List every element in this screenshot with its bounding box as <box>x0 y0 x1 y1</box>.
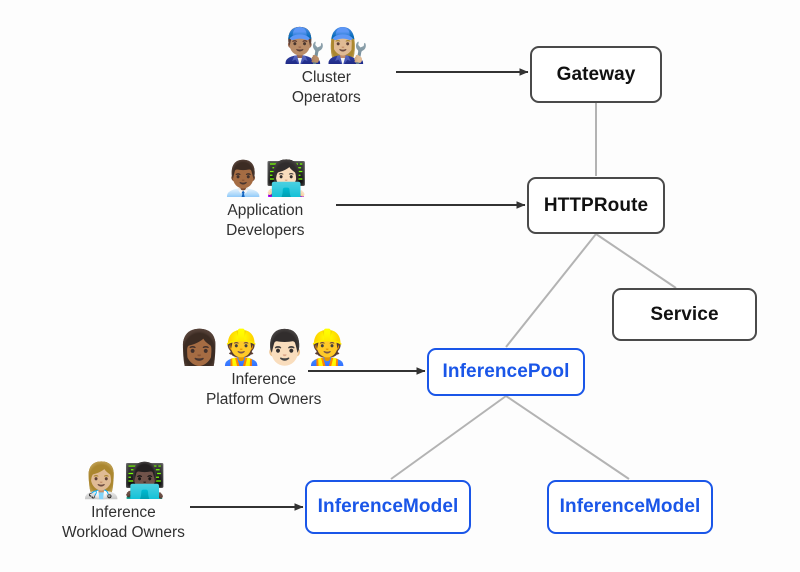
persona-avatars-icon: 👨🏽‍🔧👩🏼‍🔧 <box>283 26 370 66</box>
node-label: InferenceModel <box>317 496 459 517</box>
persona-label-line1: Application <box>227 201 304 219</box>
persona-avatars-icon: 👨🏾‍💼👩🏻‍💻 <box>222 159 309 199</box>
persona-label-line1: Cluster <box>301 68 351 86</box>
persona-label-line2: Operators <box>291 89 361 107</box>
node-inferencemodel-left[interactable]: InferenceModel <box>305 480 471 534</box>
connector-inferencepool-to-inferencemodel-left <box>390 395 507 480</box>
node-label: InferencePool <box>442 361 570 382</box>
connector-httproute-to-inferencepool <box>505 233 597 348</box>
persona-label-line1: Inference <box>91 503 156 521</box>
node-httproute[interactable]: HTTPRoute <box>527 177 665 234</box>
persona-label-line1: Inference <box>231 370 296 388</box>
persona-label-line2: Platform Owners <box>205 391 322 409</box>
node-inferencemodel-right[interactable]: InferenceModel <box>547 480 713 534</box>
persona-arrows <box>190 68 529 511</box>
node-label: HTTPRoute <box>543 194 649 216</box>
node-service[interactable]: Service <box>612 288 757 341</box>
connector-httproute-to-service <box>595 233 677 289</box>
node-gateway[interactable]: Gateway <box>530 46 662 103</box>
node-label: InferenceModel <box>559 496 701 517</box>
persona-avatars-icon: 👩🏾‍👷👨🏻‍👷 <box>178 328 350 368</box>
node-inferencepool[interactable]: InferencePool <box>427 348 585 396</box>
node-label: Service <box>650 303 719 325</box>
persona-avatars-icon: 👩🏼‍⚕️👨🏿‍💻 <box>80 461 167 501</box>
persona-label-line2: Developers <box>226 222 305 240</box>
connector-inferencepool-to-inferencemodel-right <box>505 395 630 480</box>
persona-label-line2: Workload Owners <box>62 524 185 542</box>
node-label: Gateway <box>556 63 636 85</box>
